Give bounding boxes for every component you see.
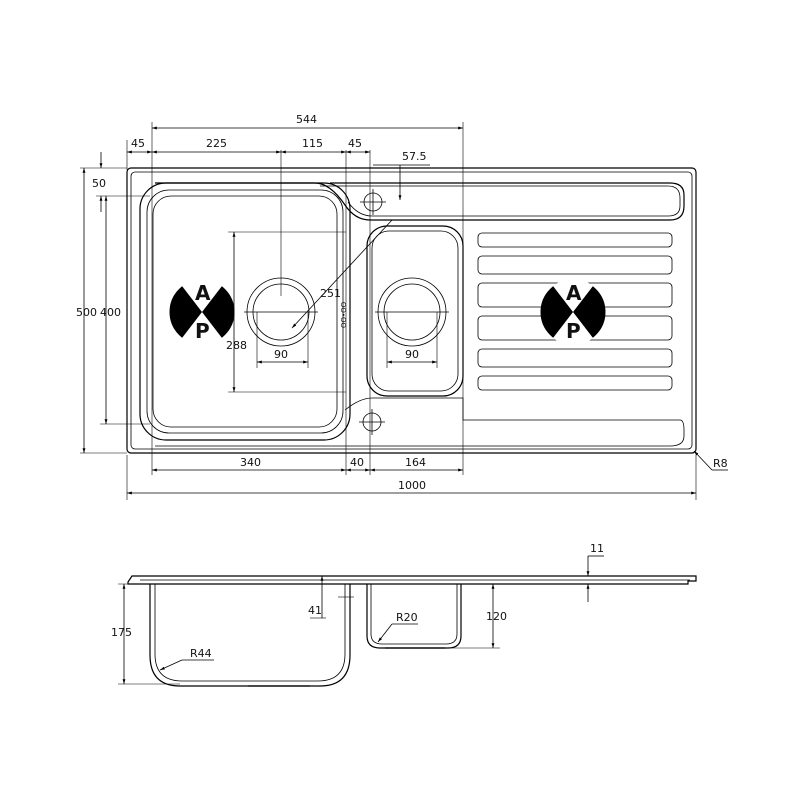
drainer-groove [477,232,673,248]
dim-r20: R20 [396,611,418,624]
logo-letter-a: A [195,281,211,305]
dim-225: 225 [206,137,227,150]
dim-120: 120 [486,610,507,623]
large-bowl-outline [139,182,351,441]
dim-r44: R44 [190,647,212,660]
dim-115: 115 [302,137,323,150]
tap-hole-top [360,189,386,215]
dim-544: 544 [296,113,317,126]
dim-500: 500 [76,306,97,319]
top-view: OO•OO A P A P [76,113,728,500]
large-bowl-inner [146,189,344,434]
logo-letter-p: P [195,319,210,343]
dim-40: 40 [350,456,364,469]
logo-letter-p: P [566,319,581,343]
small-bowl-waste [375,277,449,347]
large-bowl-floor [152,195,338,428]
dim-400: 400 [100,306,121,319]
logo-letter-a: A [566,281,582,305]
dim-90-right: 90 [405,348,419,361]
dim-41: 41 [308,604,322,617]
dim-11: 11 [590,542,604,555]
dim-57-5: 57.5 [402,150,427,163]
drainer-groove [477,348,673,368]
rim-channel-inner [320,185,681,217]
dim-45-left: 45 [131,137,145,150]
overflow-label: OO•OO [340,301,348,328]
dim-175: 175 [111,626,132,639]
drainer-groove [477,255,673,275]
dim-1000: 1000 [398,479,426,492]
side-large-bowl [149,584,351,687]
dim-288: 288 [226,339,247,352]
lower-rim [155,397,685,447]
dim-45-right: 45 [348,137,362,150]
drainer-groove [477,375,673,391]
small-bowl-inner [371,230,459,392]
sink-outer-outline [126,167,697,454]
tap-hole-bottom [359,409,385,435]
small-bowl-outline [366,225,464,397]
dim-251: 251 [320,287,341,300]
sink-inner-rim [130,171,693,450]
rim-channel [155,182,685,221]
dim-164: 164 [405,456,426,469]
dim-50: 50 [92,177,106,190]
dim-r8: R8 [713,457,728,470]
ap-logo-right: A P [540,278,606,346]
side-flange [127,575,697,585]
ap-logo-left: A P [169,278,235,346]
dim-90-left: 90 [274,348,288,361]
dim-340: 340 [240,456,261,469]
side-view: 175 R44 41 R20 120 11 [111,542,697,687]
